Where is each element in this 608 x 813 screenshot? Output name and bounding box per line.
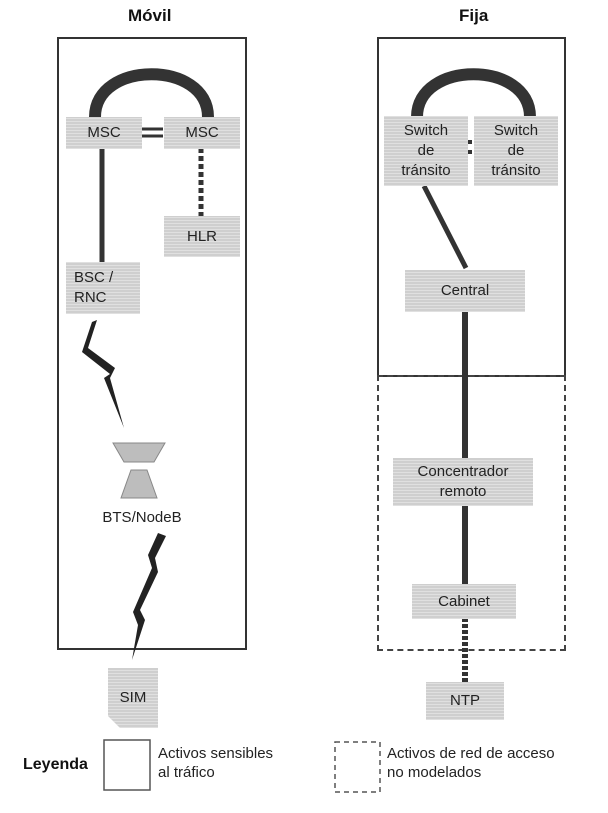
antenna-icon	[112, 442, 166, 463]
ntp-label: NTP	[450, 692, 480, 709]
switch-left-line3: tránsito	[401, 162, 451, 179]
legend-dashed-box	[334, 741, 381, 793]
fixed-section-title: Fija	[459, 6, 489, 25]
cabinet-label: Cabinet	[438, 592, 490, 610]
switch-left-line2: de	[417, 142, 435, 159]
bsc-label-line1: BSC /	[74, 269, 114, 286]
mobile-traffic-sensitive-frame	[57, 37, 247, 650]
bts-nodeb-label: BTS/NodeB	[102, 509, 182, 526]
legend-solid-box	[103, 739, 151, 791]
switch-right-line3: tránsito	[491, 162, 541, 179]
sim-node: SIM	[108, 668, 158, 728]
concentrador-line1: Concentrador	[417, 463, 509, 480]
sim-label: SIM	[119, 689, 147, 706]
switch-left-node: Switch de tránsito	[384, 116, 468, 186]
concentrador-remoto-node: Concentrador remoto	[393, 458, 533, 506]
switch-right-line1: Switch	[493, 122, 539, 139]
cabinet-node: Cabinet	[412, 584, 516, 619]
central-label: Central	[440, 282, 490, 299]
msc-left-label: MSC	[87, 124, 121, 141]
mobile-section-title: Móvil	[128, 6, 172, 25]
legend-title: Leyenda	[23, 756, 88, 773]
legend-solid-line1: Activos sensibles	[158, 745, 274, 762]
msc-left-node: MSC	[66, 117, 142, 149]
radio-link-bsc-bts	[82, 320, 124, 428]
legend-solid-line2: al tráfico	[158, 764, 215, 781]
switch-left-line1: Switch	[403, 122, 449, 139]
hlr-label: HLR	[186, 227, 217, 245]
switch-arc-link	[411, 68, 536, 118]
antenna-mast-icon	[120, 469, 158, 499]
concentrador-line2: remoto	[439, 483, 487, 500]
switch-right-line2: de	[507, 142, 525, 159]
central-node: Central	[405, 270, 525, 312]
legend-solid-text: Activos sensibles al tráfico	[158, 744, 273, 782]
radio-link-bts-sim	[132, 533, 166, 660]
msc-right-label: MSC	[185, 124, 219, 141]
msc-arc-link	[89, 68, 214, 118]
legend-dashed-line1: Activos de red de acceso	[387, 745, 555, 762]
bsc-rnc-node: BSC / RNC	[66, 262, 140, 314]
access-network-dashed-frame	[377, 375, 566, 651]
legend-dashed-text: Activos de red de acceso no modelados	[387, 744, 555, 782]
hlr-node: HLR	[164, 216, 240, 257]
switch-right-node: Switch de tránsito	[474, 116, 558, 186]
legend-dashed-line2: no modelados	[387, 764, 482, 781]
ntp-node: NTP	[426, 682, 504, 720]
switch-central-link	[421, 184, 469, 270]
bsc-label-line2: RNC	[74, 289, 107, 306]
msc-right-node: MSC	[164, 117, 240, 149]
